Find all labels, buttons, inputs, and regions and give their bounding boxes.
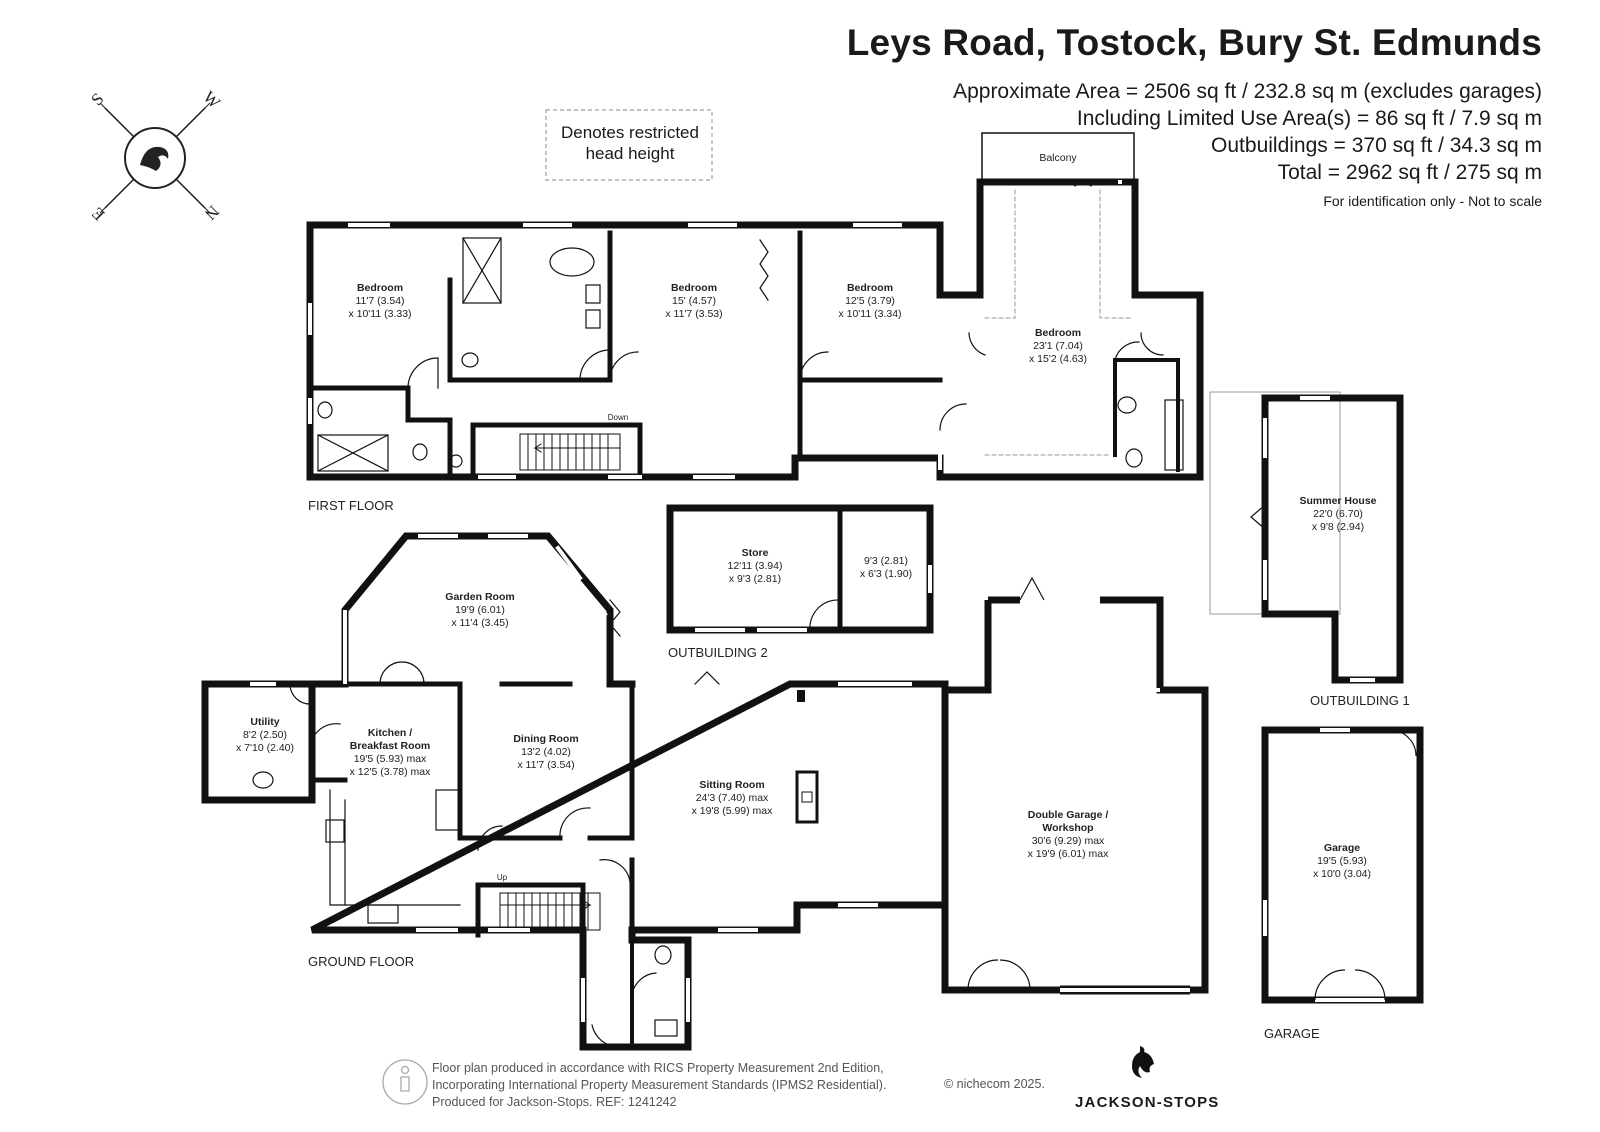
room-dim-bed3-a: 12'5 (3.79): [845, 295, 895, 307]
room-name-garden: Garden Room: [445, 591, 514, 603]
room-name-dgarage-a: Double Garage /: [1028, 809, 1109, 821]
room-dim-bed1-b: x 10'11 (3.33): [348, 308, 411, 320]
room-dim-garden-b: x 11'4 (3.45): [451, 617, 508, 629]
floor-label-outbuilding-2: OUTBUILDING 2: [668, 645, 768, 660]
room-dim-store-b: x 9'3 (2.81): [729, 573, 781, 585]
room-dim-store2-b: x 6'3 (1.90): [860, 568, 912, 580]
room-dim-dining-b: x 11'7 (3.54): [517, 759, 574, 771]
double-garage-plan: [941, 576, 1209, 995]
room-dim-store2-a: 9'3 (2.81): [864, 555, 908, 567]
ground-floor-plan: [201, 532, 949, 1051]
footer-line-1: Floor plan produced in accordance with R…: [432, 1061, 884, 1075]
room-name-dining: Dining Room: [513, 733, 578, 745]
room-dim-garage-b: x 10'0 (3.04): [1313, 868, 1371, 880]
room-name-balcony: Balcony: [1039, 152, 1077, 164]
room-dim-sitting-a: 24'3 (7.40) max: [696, 792, 769, 804]
room-name-bed4: Bedroom: [1035, 327, 1081, 339]
jackson-stops-logo-icon: [1132, 1046, 1154, 1078]
compass-letter-n: N: [201, 202, 223, 224]
room-dim-dgarage-a: 30'6 (9.29) max: [1032, 835, 1105, 847]
room-dim-dgarage-b: x 19'9 (6.01) max: [1028, 848, 1110, 860]
footer-line-3: Produced for Jackson-Stops. REF: 1241242: [432, 1095, 677, 1109]
legend-line-2: head height: [585, 144, 675, 163]
room-dim-bed2-a: 15' (4.57): [672, 295, 716, 307]
room-dim-dining-a: 13'2 (4.02): [521, 746, 571, 758]
room-dim-kitchen-b: x 12'5 (3.78) max: [350, 766, 432, 778]
room-name-kitchen-b: Breakfast Room: [350, 740, 431, 752]
room-dim-kitchen-a: 19'5 (5.93) max: [354, 753, 427, 765]
room-name-summer: Summer House: [1299, 495, 1376, 507]
room-name-store: Store: [742, 547, 769, 559]
room-name-dgarage-b: Workshop: [1042, 822, 1093, 834]
room-name-bed1: Bedroom: [357, 282, 403, 294]
scale-note: For identification only - Not to scale: [1323, 193, 1542, 209]
floor-label-garage: GARAGE: [1264, 1026, 1320, 1041]
floor-label-outbuilding-1: OUTBUILDING 1: [1310, 693, 1410, 708]
room-dim-summer-b: x 9'8 (2.94): [1312, 521, 1364, 533]
compass-icon: [99, 102, 211, 214]
area-limited-use: Including Limited Use Area(s) = 86 sq ft…: [1076, 107, 1542, 130]
room-dim-bed4-b: x 15'2 (4.63): [1029, 353, 1087, 365]
area-total: Total = 2962 sq ft / 275 sq m: [1277, 161, 1542, 184]
room-name-kitchen-a: Kitchen /: [368, 727, 412, 739]
room-dim-bed1-a: 11'7 (3.54): [355, 295, 404, 307]
room-name-sitting: Sitting Room: [699, 779, 764, 791]
compass-letter-s: S: [87, 89, 107, 109]
outbuilding-2-plan: [666, 504, 934, 634]
room-dim-garden-a: 19'9 (6.01): [455, 604, 505, 616]
stairs-down-label: Down: [608, 413, 628, 422]
ipms-person-icon: [382, 1059, 428, 1105]
room-dim-bed3-b: x 10'11 (3.34): [838, 308, 901, 320]
page-title: Leys Road, Tostock, Bury St. Edmunds: [846, 22, 1542, 63]
footer-line-2: Incorporating International Property Mea…: [432, 1078, 887, 1092]
floor-label-first: FIRST FLOOR: [308, 498, 394, 513]
room-dim-bed2-b: x 11'7 (3.53): [665, 308, 722, 320]
room-dim-utility-a: 8'2 (2.50): [243, 729, 287, 741]
room-name-bed2: Bedroom: [671, 282, 717, 294]
copyright: © nichecom 2025.: [944, 1077, 1045, 1091]
room-dim-utility-b: x 7'10 (2.40): [236, 742, 294, 754]
footer-notes: Floor plan produced in accordance with R…: [432, 1060, 886, 1111]
first-floor-plan: [306, 132, 1204, 481]
room-dim-summer-a: 22'0 (6.70): [1313, 508, 1363, 520]
restricted-head-height-legend: Denotes restricted head height: [548, 110, 712, 180]
room-dim-bed4-a: 23'1 (7.04): [1033, 340, 1083, 352]
area-approximate: Approximate Area = 2506 sq ft / 232.8 sq…: [953, 80, 1542, 103]
room-dim-sitting-b: x 19'8 (5.99) max: [692, 805, 774, 817]
area-outbuildings: Outbuildings = 370 sq ft / 34.3 sq m: [1211, 134, 1542, 157]
room-dim-garage-a: 19'5 (5.93): [1317, 855, 1367, 867]
brand-name: JACKSON-STOPS: [1075, 1094, 1220, 1111]
legend-line-1: Denotes restricted: [561, 123, 699, 142]
stairs-up-label: Up: [497, 873, 508, 882]
room-name-garage: Garage: [1324, 842, 1360, 854]
room-name-utility: Utility: [250, 716, 279, 728]
floor-label-ground: GROUND FLOOR: [308, 954, 414, 969]
garage-plan: [1261, 726, 1424, 1004]
room-dim-store-a: 12'11 (3.94): [728, 560, 783, 572]
outbuilding-1-plan: [1209, 391, 1404, 684]
room-name-bed3: Bedroom: [847, 282, 893, 294]
